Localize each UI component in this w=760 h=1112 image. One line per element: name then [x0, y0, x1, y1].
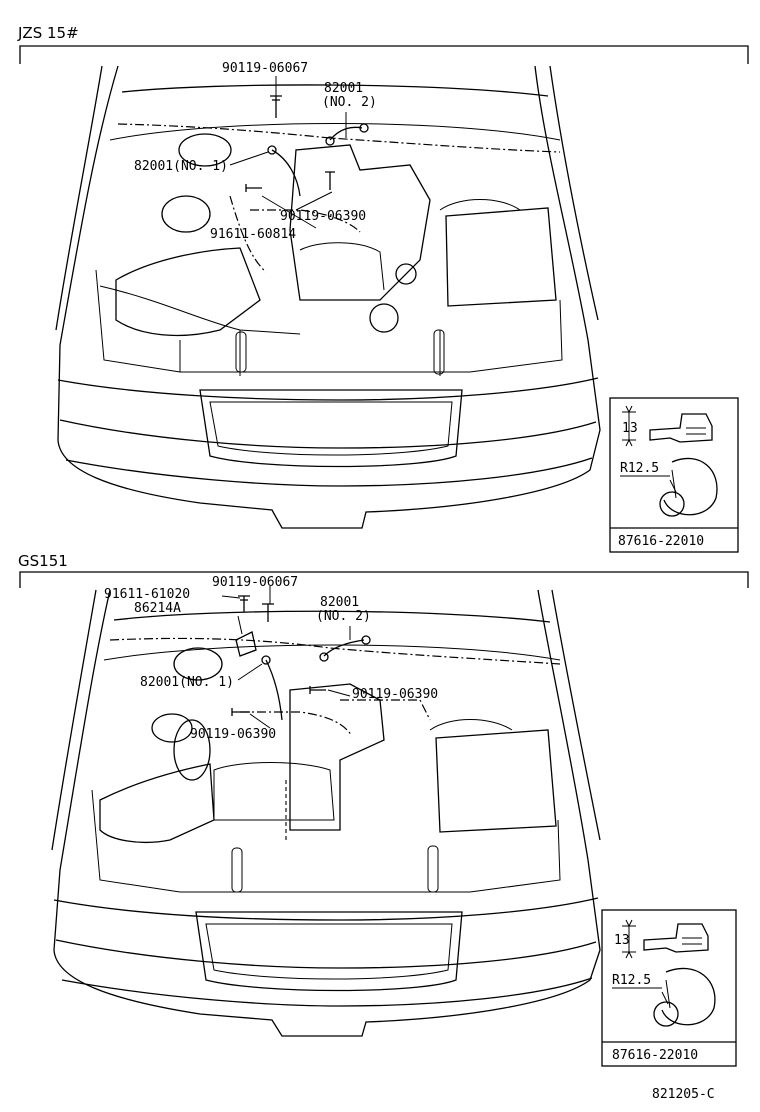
engine-bay-drawing — [51, 586, 601, 1037]
label-bolt-right: 90119-06390 — [352, 687, 438, 702]
label-bolt-top: 90119-06067 — [222, 61, 308, 76]
label-clamp: 86214A — [134, 601, 181, 616]
inset-detail: 13 R12.5 87616-22010 — [601, 909, 737, 1067]
label-cable-no1: 82001(NO. 1) — [140, 675, 234, 690]
inset-dim-radius: R12.5 — [620, 461, 659, 476]
inset-dim-height: 13 — [614, 933, 630, 948]
label-cable-no2-part: 82001 — [320, 595, 359, 610]
engine-bay-drawing — [55, 65, 601, 529]
label-cable-no1: 82001(NO. 1) — [134, 159, 228, 174]
section-header: GS151 — [18, 552, 68, 570]
section-bracket — [19, 45, 749, 64]
inset-part-number: 87616-22010 — [618, 534, 704, 549]
label-bolt-mid: 90119-06390 — [280, 209, 366, 224]
section-header: JZS 15# — [17, 24, 79, 42]
label-bolt-left: 91611-61020 — [104, 587, 190, 602]
label-cable-no2-sub: (NO. 2) — [322, 95, 377, 110]
label-cable-no2-part: 82001 — [324, 81, 363, 96]
label-cable-no2-sub: (NO. 2) — [316, 609, 371, 624]
figure-code: 821205-C — [652, 1087, 715, 1102]
label-bolt-lower: 90119-06390 — [190, 727, 276, 742]
section-jzs15: JZS 15# — [17, 24, 749, 553]
inset-dim-radius: R12.5 — [612, 973, 651, 988]
inset-part-number: 87616-22010 — [612, 1048, 698, 1063]
section-bracket — [19, 571, 749, 588]
label-nut: 91611-60814 — [210, 227, 296, 242]
inset-dim-height: 13 — [622, 421, 638, 436]
label-bolt-top: 90119-06067 — [212, 575, 298, 590]
inset-detail: 13 R12.5 87616-22010 — [609, 397, 739, 553]
section-gs151: GS151 — [18, 552, 749, 1067]
